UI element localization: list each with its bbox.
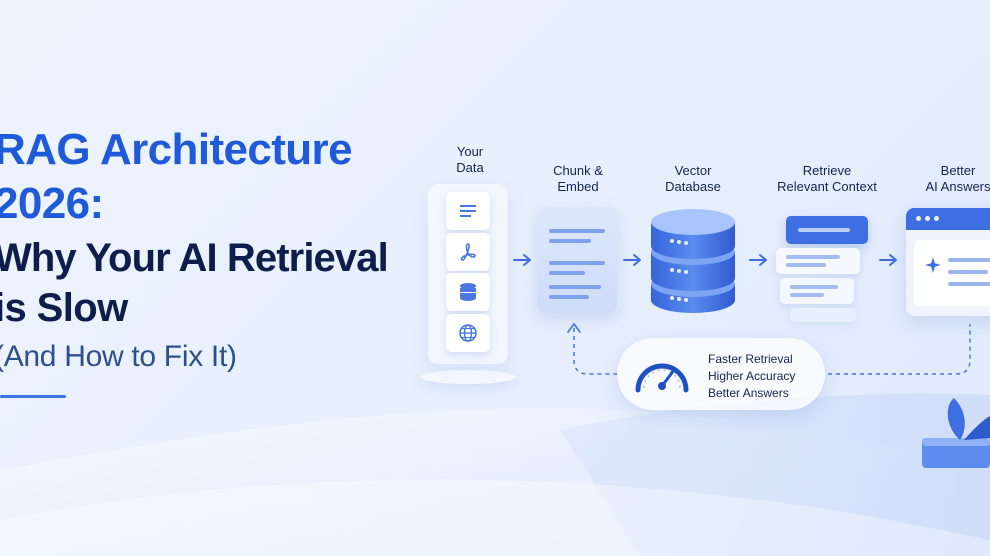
- chunk-line: [549, 271, 585, 275]
- label-vector-line1: Vector: [674, 163, 712, 178]
- headline: RAG Architecture 2026: Why Your AI Retri…: [0, 125, 389, 373]
- benefit-faster-retrieval: Faster Retrieval: [708, 352, 793, 366]
- label-your-data-line2: Data: [456, 160, 484, 175]
- sparkle-icon: [925, 257, 941, 273]
- benefit-better-answers: Better Answers: [708, 386, 789, 400]
- ai-answer-window: [906, 208, 990, 316]
- context-line: [798, 228, 850, 232]
- chunk-line: [549, 229, 605, 233]
- answer-line: [948, 270, 988, 274]
- title-line-3: Why Your AI Retrieval: [0, 236, 389, 280]
- globe-icon: [459, 324, 477, 342]
- context-line: [790, 293, 824, 297]
- window-dot: [916, 216, 921, 221]
- title-line-1: RAG Architecture: [0, 125, 353, 174]
- chunk-line: [549, 239, 591, 243]
- label-vector-database: Vector Database: [648, 163, 738, 195]
- pdf-icon: [460, 243, 476, 261]
- arrow-right-icon: [879, 254, 897, 266]
- data-sources-base: [420, 370, 516, 384]
- document-source-card: [446, 192, 490, 230]
- label-your-data: Your Data: [440, 144, 500, 176]
- chunk-line: [549, 295, 589, 299]
- label-chunk-embed: Chunk & Embed: [540, 163, 616, 195]
- plant-decoration: [922, 398, 990, 468]
- label-answer-line2: AI Answers: [925, 179, 990, 194]
- label-better-answers: Better AI Answers: [910, 163, 990, 195]
- label-your-data-line1: Your: [456, 144, 484, 159]
- window-dot: [925, 216, 930, 221]
- retrieved-context-card-bottom: [790, 308, 856, 322]
- retrieved-context-card: [776, 248, 860, 274]
- window-title-bar: [906, 208, 990, 230]
- title-underline: [0, 395, 66, 398]
- label-retrieve-line2: Relevant Context: [777, 179, 877, 194]
- chunk-line: [549, 285, 601, 289]
- retrieved-context-card: [780, 278, 854, 304]
- label-vector-line2: Database: [665, 179, 721, 194]
- label-answer-line1: Better: [940, 163, 976, 178]
- feedback-loop-line: [567, 323, 971, 375]
- context-line: [790, 285, 838, 289]
- answer-content: [914, 240, 990, 306]
- title-line-2: 2026:: [0, 179, 104, 228]
- arrow-right-icon: [513, 254, 531, 266]
- title-line-5: (And How to Fix It): [0, 340, 237, 373]
- label-retrieve-line1: Retrieve: [802, 163, 852, 178]
- answer-line: [948, 282, 990, 286]
- vector-database-icon: [651, 209, 735, 313]
- chunk-line: [549, 261, 605, 265]
- retrieved-context-card-top: [786, 216, 868, 244]
- context-line: [786, 255, 840, 259]
- benefit-higher-accuracy: Higher Accuracy: [708, 369, 796, 383]
- answer-line: [948, 258, 990, 262]
- pdf-source-card: [446, 233, 490, 271]
- chunk-embed-card: [537, 207, 617, 313]
- window-dot: [934, 216, 939, 221]
- speedometer-icon: [635, 363, 689, 393]
- label-chunk-line1: Chunk &: [553, 163, 603, 178]
- database-icon: [460, 283, 476, 301]
- web-source-card: [446, 314, 490, 352]
- arrow-right-icon: [749, 254, 767, 266]
- benefits-card: [617, 338, 825, 410]
- label-retrieve-context: Retrieve Relevant Context: [770, 163, 884, 195]
- document-icon: [460, 205, 476, 217]
- title-line-4: is Slow: [0, 286, 128, 330]
- context-line: [786, 263, 826, 267]
- database-source-card: [446, 273, 490, 311]
- arrow-right-icon: [623, 254, 641, 266]
- label-chunk-line2: Embed: [557, 179, 599, 194]
